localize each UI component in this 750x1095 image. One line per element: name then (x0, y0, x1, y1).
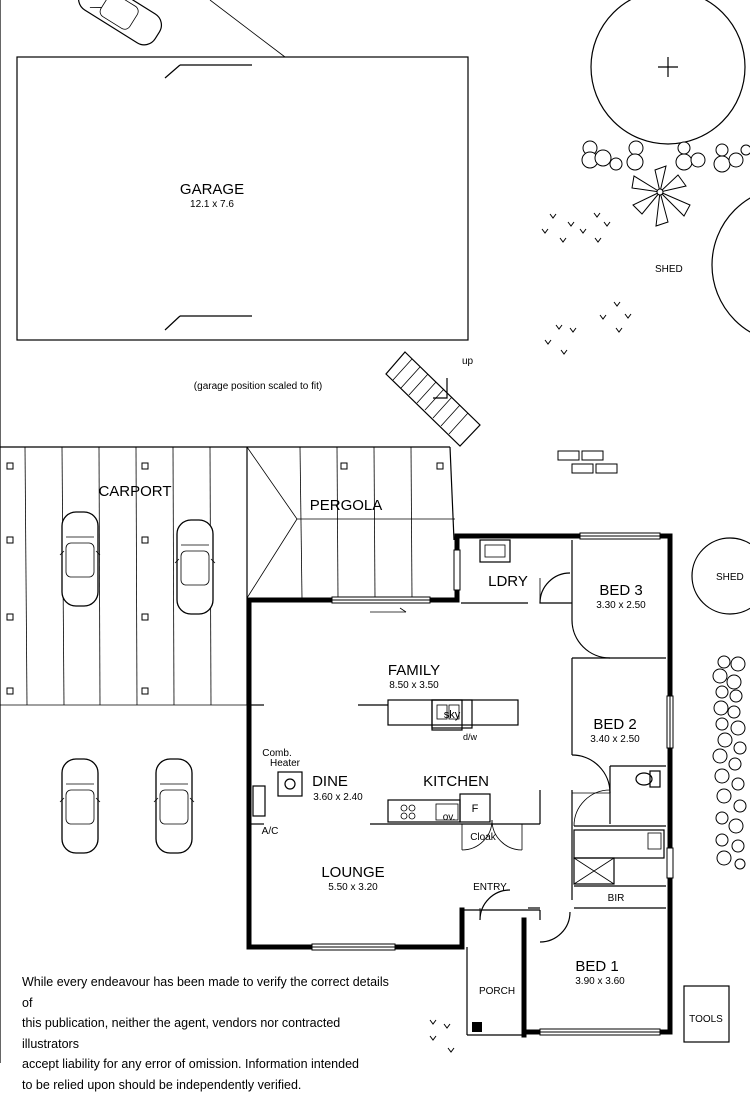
bed2-dims: 3.40 x 2.50 (590, 734, 640, 745)
shed-top (712, 187, 750, 343)
garage-note: (garage position scaled to fit) (194, 381, 322, 392)
car-icon (60, 759, 100, 853)
toilet-icon (636, 771, 660, 787)
stairs-up-label: up (462, 356, 474, 367)
bed2-label: BED 2 (593, 716, 636, 733)
ac-label: A/C (262, 826, 279, 837)
dine-dims: 3.60 x 2.40 (313, 792, 363, 803)
lounge-dims: 5.50 x 3.20 (328, 882, 378, 893)
heater-label: Heater (270, 758, 301, 769)
tree-icon (591, 0, 745, 144)
pergola (247, 447, 455, 598)
oven-label: ov. (443, 812, 456, 823)
kitchen-island (358, 700, 518, 730)
palm-icon (632, 166, 690, 226)
dine-label: DINE (312, 773, 348, 790)
pergola-label: PERGOLA (310, 497, 383, 514)
family-dims: 8.50 x 3.50 (389, 680, 439, 691)
car-icon (175, 520, 215, 614)
lounge-label: LOUNGE (321, 864, 384, 881)
shed-top-label: SHED (655, 264, 683, 275)
pavers (558, 451, 617, 473)
garage (17, 0, 468, 340)
hedge-icon (713, 656, 746, 869)
laundry-label: LDRY (488, 573, 528, 590)
disclaimer-line: While every endeavour has been made to v… (22, 972, 392, 1013)
bath-icon (574, 830, 664, 884)
bed3-dims: 3.30 x 2.50 (596, 600, 646, 611)
dishwasher-label: d/w (463, 732, 478, 742)
cloak-label: Cloak (470, 832, 497, 843)
bed3-label: BED 3 (599, 582, 642, 599)
entry-label: ENTRY (473, 882, 507, 893)
disclaimer-line: to be relied upon should be independentl… (22, 1075, 392, 1095)
car-icon (60, 512, 100, 606)
fridge-label: F (472, 803, 479, 815)
laundry-tub-icon (480, 540, 510, 562)
car-icon (74, 0, 167, 50)
car-icon (154, 759, 194, 853)
shed-right-label: SHED (716, 572, 744, 583)
garage-label: GARAGE (180, 181, 244, 198)
disclaimer: While every endeavour has been made to v… (22, 972, 392, 1095)
bir-label: BIR (608, 893, 625, 904)
bed1-label: BED 1 (575, 958, 618, 975)
porch-label: PORCH (479, 986, 515, 997)
kitchen-label: KITCHEN (423, 773, 489, 790)
family-label: FAMILY (388, 662, 440, 679)
bed1-dims: 3.90 x 3.60 (575, 976, 625, 987)
garage-dims: 12.1 x 7.6 (190, 199, 234, 210)
skylight-label: sky (444, 709, 461, 721)
porch-post-icon (472, 1022, 482, 1032)
tools-label: TOOLS (689, 1014, 723, 1025)
carport-label: CARPORT (98, 483, 171, 500)
ac-unit-icon (253, 786, 265, 816)
heater-icon (278, 772, 302, 796)
disclaimer-line: this publication, neither the agent, ven… (22, 1013, 392, 1054)
disclaimer-line: accept liability for any error of omissi… (22, 1054, 392, 1075)
floor-plan: GARAGE 12.1 x 7.6 (garage position scale… (0, 0, 750, 1063)
